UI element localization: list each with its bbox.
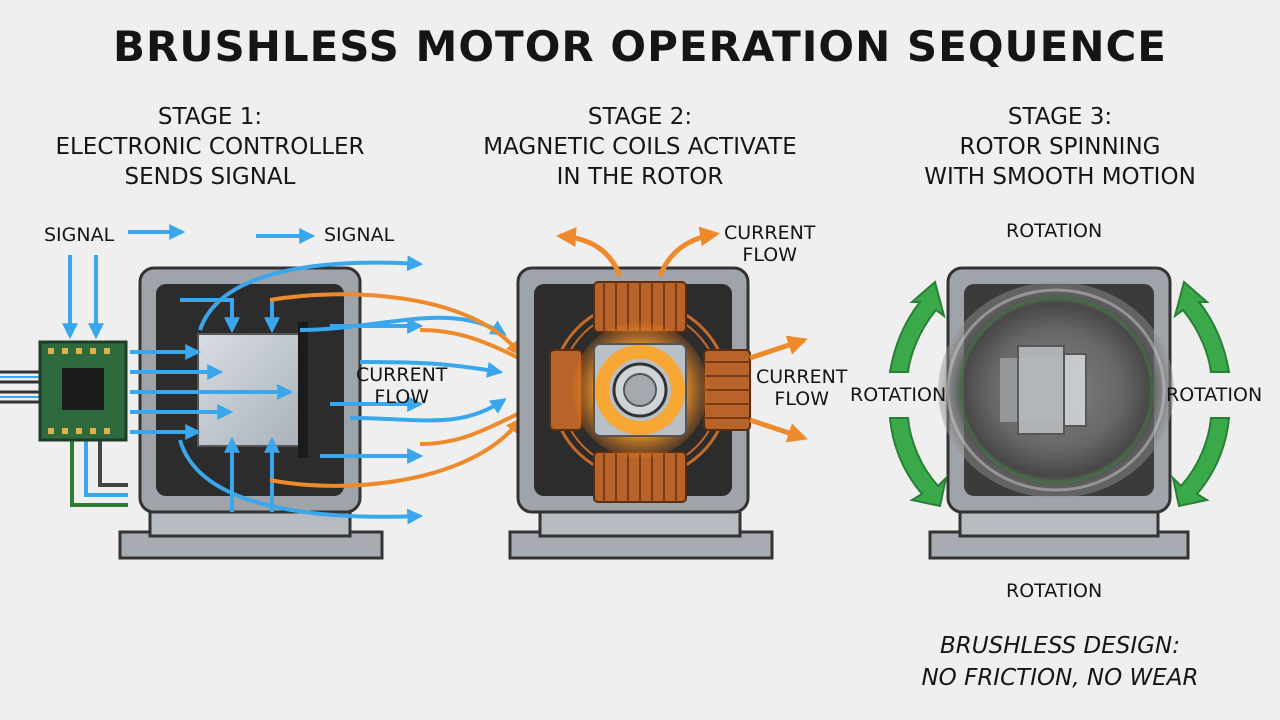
stage1-number: STAGE 1: (157, 104, 263, 130)
signal-label: SIGNAL (44, 224, 115, 246)
current-flow-arrows (556, 226, 808, 443)
stage3-heading: STAGE 3: ROTOR SPINNING WITH SMOOTH MOTI… (880, 102, 1240, 192)
stage2-number: STAGE 2: (587, 104, 693, 130)
current-flow-arrows (269, 292, 543, 488)
stage2-heading-line: IN THE ROTOR (556, 164, 724, 190)
stage1-heading-line: SENDS SIGNAL (124, 164, 296, 190)
current-flow-label-line: CURRENT (356, 364, 448, 386)
stage2-heading-line: MAGNETIC COILS ACTIVATE (483, 134, 797, 160)
stage1-heading: STAGE 1: ELECTRONIC CONTROLLER SENDS SIG… (20, 102, 400, 192)
stator-coil (549, 281, 751, 503)
current-flow-label-line: CURRENT (724, 222, 816, 244)
design-note: BRUSHLESS DESIGN: NO FRICTION, NO WEAR (900, 630, 1220, 694)
rotation-label: ROTATION (1166, 384, 1263, 406)
design-note-line: NO FRICTION, NO WEAR (921, 665, 1199, 691)
stage1-heading-line: ELECTRONIC CONTROLLER (55, 134, 365, 160)
rotation-arrows (888, 280, 1231, 508)
design-note-line: BRUSHLESS DESIGN: (940, 633, 1180, 659)
controller-chip (0, 340, 128, 507)
rotor (572, 322, 708, 458)
current-flow-label-line: FLOW (774, 388, 829, 410)
rotation-label: ROTATION (1006, 580, 1103, 602)
stage3-motor (928, 266, 1190, 560)
current-flow-label: CURRENT FLOW (356, 364, 447, 408)
current-flow-label: CURRENT FLOW (724, 222, 815, 266)
signal-label: SIGNAL (324, 224, 395, 246)
current-flow-label-line: CURRENT (756, 366, 848, 388)
current-flow-label: CURRENT FLOW (756, 366, 847, 410)
rotation-label: ROTATION (850, 384, 947, 406)
page-title: BRUSHLESS MOTOR OPERATION SEQUENCE (113, 22, 1167, 71)
stage3-number: STAGE 3: (1007, 104, 1113, 130)
rotation-label: ROTATION (1006, 220, 1103, 242)
current-flow-label-line: FLOW (374, 386, 429, 408)
stage3-heading-line: WITH SMOOTH MOTION (924, 164, 1196, 190)
current-flow-label-line: FLOW (742, 244, 797, 266)
stage3-heading-line: ROTOR SPINNING (959, 134, 1161, 160)
stage2-heading: STAGE 2: MAGNETIC COILS ACTIVATE IN THE … (440, 102, 840, 192)
